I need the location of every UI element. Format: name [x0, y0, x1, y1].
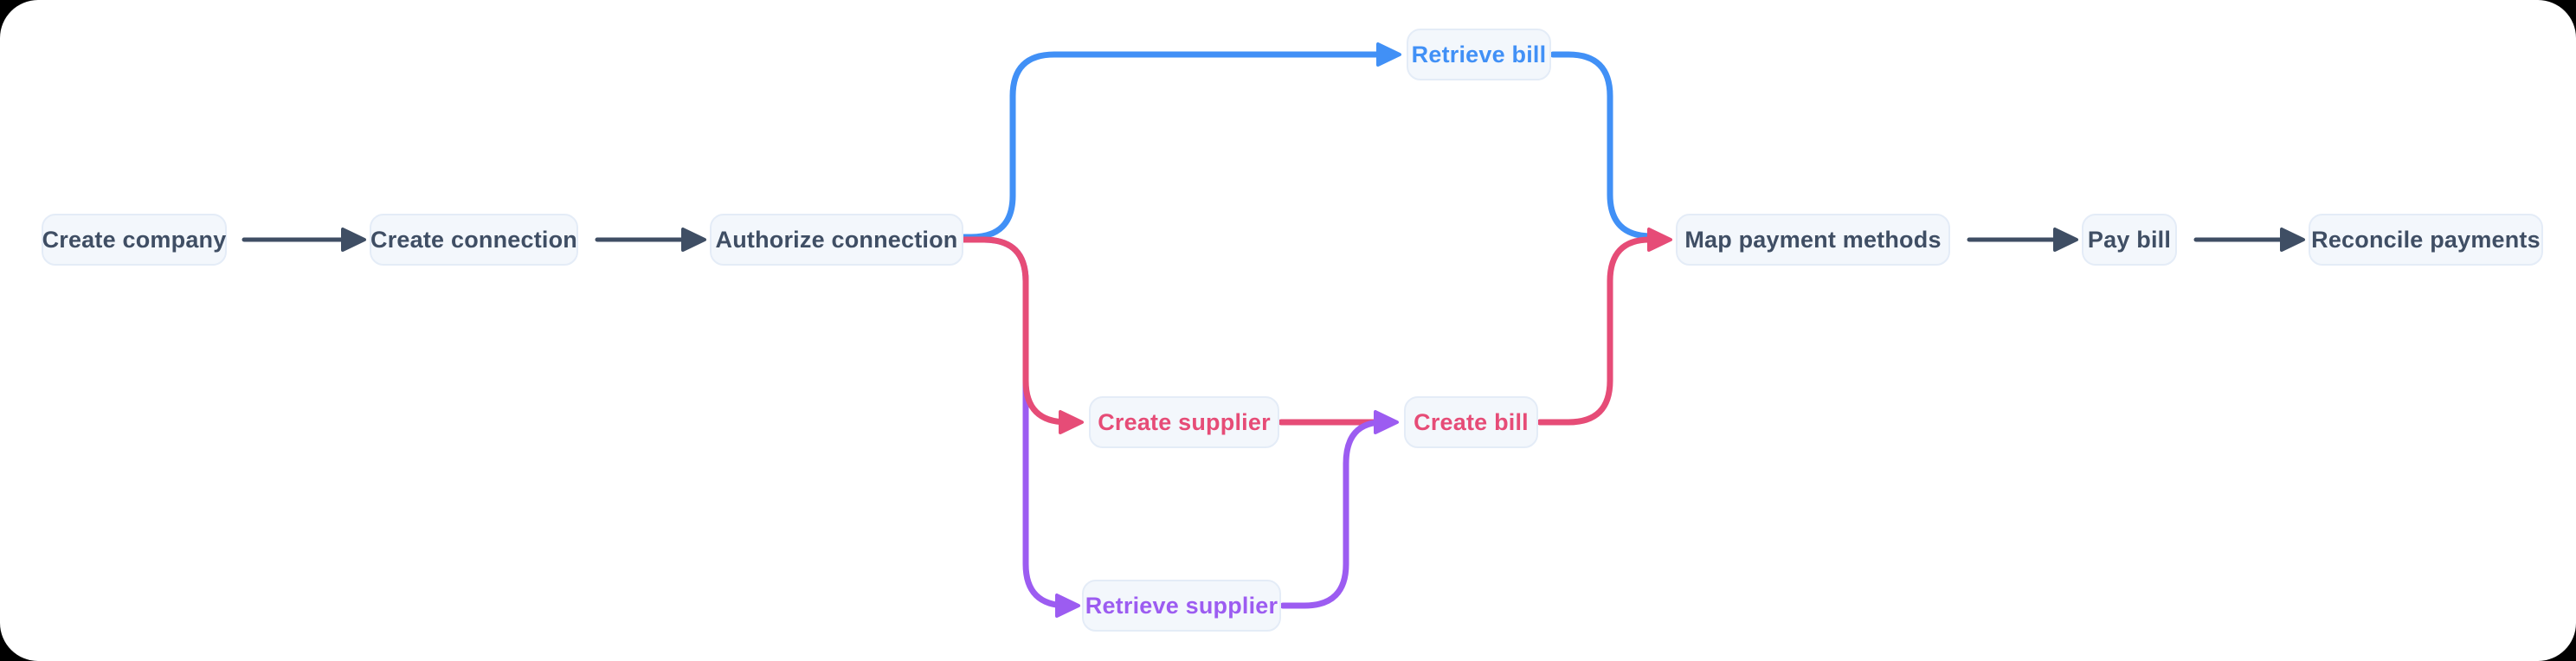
- arrowhead-map-payment-methods-to-pay-bill: [2053, 228, 2078, 252]
- node-create-connection: Create connection: [370, 214, 578, 266]
- node-label: Create bill: [1414, 408, 1529, 435]
- edge-retrieve-bill-to-map-payment-methods: [1549, 51, 1655, 240]
- node-label: Create company: [42, 226, 227, 253]
- arrowhead-create-connection-to-authorize-connection: [681, 228, 706, 252]
- node-label: Retrieve supplier: [1085, 592, 1278, 619]
- node-label: Authorize connection: [715, 226, 958, 253]
- node-create-supplier: Create supplier: [1089, 396, 1279, 448]
- node-label: Retrieve bill: [1411, 41, 1547, 67]
- node-retrieve-supplier: Retrieve supplier: [1082, 580, 1281, 632]
- node-label: Create connection: [370, 226, 577, 253]
- node-authorize-connection: Authorize connection: [710, 214, 963, 266]
- node-label: Pay bill: [2087, 226, 2172, 253]
- edge-create-bill-to-map-payment-methods: [1536, 236, 1653, 426]
- arrowhead-pay-bill-to-reconcile-payments: [2280, 228, 2305, 252]
- node-label: Map payment methods: [1684, 226, 1942, 253]
- arrowhead-authorize-connection-to-retrieve-bill: [1376, 42, 1401, 67]
- arrowhead-create-bill-to-map-payment-methods: [1647, 228, 1672, 252]
- arrowhead-retrieve-supplier-to-create-bill: [1374, 410, 1399, 434]
- arrowhead-authorize-connection-to-create-supplier: [1059, 410, 1084, 434]
- edge-retrieve-supplier-to-create-bill: [1279, 419, 1387, 609]
- arrowhead-create-company-to-create-connection: [341, 228, 366, 252]
- arrowhead-authorize-connection-to-retrieve-supplier: [1055, 594, 1080, 618]
- node-label: Reconcile payments: [2311, 226, 2541, 253]
- node-map-payment-methods: Map payment methods: [1676, 214, 1950, 266]
- node-label: Create supplier: [1098, 408, 1271, 435]
- edge-authorize-connection-to-create-supplier: [960, 236, 1071, 426]
- node-create-company: Create company: [42, 214, 227, 266]
- node-create-bill: Create bill: [1404, 396, 1538, 448]
- node-reconcile-payments: Reconcile payments: [2309, 214, 2543, 266]
- node-pay-bill: Pay bill: [2082, 214, 2177, 266]
- node-retrieve-bill: Retrieve bill: [1407, 29, 1551, 80]
- edge-authorize-connection-to-retrieve-bill: [960, 51, 1381, 241]
